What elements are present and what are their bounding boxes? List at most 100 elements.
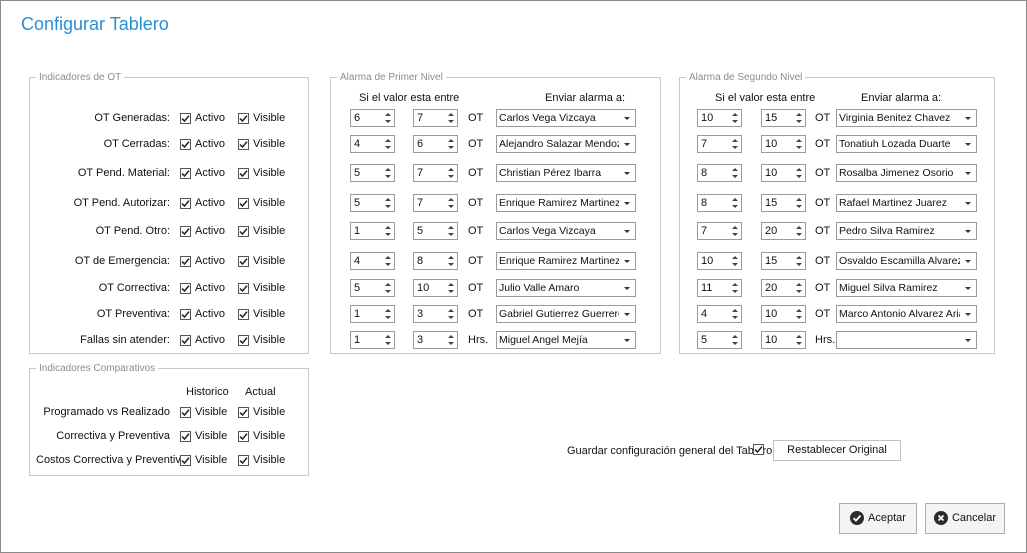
spin-up-icon[interactable]: [732, 283, 738, 286]
alarm2-from-spinner-arrows[interactable]: [728, 110, 741, 126]
alarm1-from-spinner[interactable]: 1: [350, 331, 395, 349]
comparativo-historico-checkbox[interactable]: [180, 455, 191, 466]
spin-up-icon[interactable]: [796, 335, 802, 338]
ot-visible-checkbox[interactable]: [238, 256, 249, 267]
ot-activo-checkbox[interactable]: [180, 113, 191, 124]
alarm1-recipient-select[interactable]: Carlos Vega Vizcaya: [496, 222, 636, 240]
alarm2-from-spinner[interactable]: 7: [697, 222, 742, 240]
spin-up-icon[interactable]: [732, 256, 738, 259]
spin-up-icon[interactable]: [732, 113, 738, 116]
chevron-down-icon[interactable]: [624, 117, 630, 120]
spin-up-icon[interactable]: [385, 168, 391, 171]
ot-activo-checkbox[interactable]: [180, 283, 191, 294]
alarm2-recipient-select[interactable]: Osvaldo Escamilla Alvarez: [836, 252, 977, 270]
alarm1-recipient-select[interactable]: Alejandro Salazar Mendoza: [496, 135, 636, 153]
alarm2-to-spinner[interactable]: 10: [761, 331, 806, 349]
spin-down-icon[interactable]: [448, 263, 454, 266]
spin-down-icon[interactable]: [796, 316, 802, 319]
spin-down-icon[interactable]: [385, 120, 391, 123]
alarm2-from-spinner-arrows[interactable]: [728, 165, 741, 181]
chevron-down-icon[interactable]: [965, 172, 971, 175]
spin-up-icon[interactable]: [448, 256, 454, 259]
alarm1-from-spinner-arrows[interactable]: [381, 165, 394, 181]
alarm2-from-spinner-arrows[interactable]: [728, 195, 741, 211]
spin-down-icon[interactable]: [448, 290, 454, 293]
spin-down-icon[interactable]: [448, 342, 454, 345]
chevron-down-icon[interactable]: [965, 339, 971, 342]
spin-up-icon[interactable]: [732, 335, 738, 338]
alarm2-to-spinner-arrows[interactable]: [792, 223, 805, 239]
alarm2-to-spinner-arrows[interactable]: [792, 332, 805, 348]
spin-down-icon[interactable]: [385, 146, 391, 149]
spin-up-icon[interactable]: [796, 139, 802, 142]
ot-activo-checkbox[interactable]: [180, 226, 191, 237]
chevron-down-icon[interactable]: [965, 260, 971, 263]
ot-activo-checkbox[interactable]: [180, 168, 191, 179]
spin-down-icon[interactable]: [448, 146, 454, 149]
alarm1-to-spinner[interactable]: 5: [413, 222, 458, 240]
alarm1-from-spinner[interactable]: 4: [350, 252, 395, 270]
comparativo-actual-checkbox[interactable]: [238, 431, 249, 442]
spin-up-icon[interactable]: [796, 283, 802, 286]
chevron-down-icon[interactable]: [624, 202, 630, 205]
chevron-down-icon[interactable]: [965, 230, 971, 233]
alarm1-from-spinner-arrows[interactable]: [381, 253, 394, 269]
spin-up-icon[interactable]: [385, 198, 391, 201]
alarm2-to-spinner-arrows[interactable]: [792, 253, 805, 269]
alarm2-from-spinner[interactable]: 8: [697, 194, 742, 212]
spin-up-icon[interactable]: [385, 256, 391, 259]
alarm1-from-spinner-arrows[interactable]: [381, 332, 394, 348]
ot-visible-checkbox[interactable]: [238, 198, 249, 209]
alarm1-from-spinner[interactable]: 1: [350, 222, 395, 240]
ot-activo-checkbox[interactable]: [180, 198, 191, 209]
chevron-down-icon[interactable]: [965, 313, 971, 316]
alarm2-to-spinner[interactable]: 10: [761, 135, 806, 153]
spin-up-icon[interactable]: [796, 309, 802, 312]
alarm1-recipient-select[interactable]: Christian Pérez Ibarra: [496, 164, 636, 182]
alarm2-from-spinner[interactable]: 4: [697, 305, 742, 323]
ot-activo-checkbox[interactable]: [180, 139, 191, 150]
alarm2-from-spinner[interactable]: 7: [697, 135, 742, 153]
alarm1-to-spinner-arrows[interactable]: [444, 110, 457, 126]
spin-down-icon[interactable]: [732, 233, 738, 236]
alarm1-to-spinner[interactable]: 6: [413, 135, 458, 153]
spin-up-icon[interactable]: [385, 335, 391, 338]
spin-up-icon[interactable]: [385, 309, 391, 312]
ot-visible-checkbox[interactable]: [238, 139, 249, 150]
alarm2-from-spinner-arrows[interactable]: [728, 223, 741, 239]
chevron-down-icon[interactable]: [624, 260, 630, 263]
alarm2-to-spinner-arrows[interactable]: [792, 110, 805, 126]
alarm2-from-spinner[interactable]: 10: [697, 109, 742, 127]
spin-down-icon[interactable]: [732, 342, 738, 345]
spin-down-icon[interactable]: [385, 175, 391, 178]
alarm1-recipient-select[interactable]: Miguel Angel Mejía: [496, 331, 636, 349]
alarm2-to-spinner-arrows[interactable]: [792, 165, 805, 181]
alarm1-to-spinner[interactable]: 10: [413, 279, 458, 297]
spin-up-icon[interactable]: [385, 226, 391, 229]
ot-visible-checkbox[interactable]: [238, 113, 249, 124]
spin-up-icon[interactable]: [448, 309, 454, 312]
comparativo-historico-checkbox[interactable]: [180, 431, 191, 442]
spin-up-icon[interactable]: [732, 309, 738, 312]
alarm2-to-spinner[interactable]: 15: [761, 252, 806, 270]
spin-up-icon[interactable]: [732, 168, 738, 171]
comparativo-actual-checkbox[interactable]: [238, 455, 249, 466]
spin-down-icon[interactable]: [732, 205, 738, 208]
spin-down-icon[interactable]: [385, 342, 391, 345]
spin-up-icon[interactable]: [448, 198, 454, 201]
alarm1-to-spinner-arrows[interactable]: [444, 253, 457, 269]
spin-down-icon[interactable]: [448, 205, 454, 208]
alarm1-from-spinner-arrows[interactable]: [381, 110, 394, 126]
ot-visible-checkbox[interactable]: [238, 309, 249, 320]
spin-down-icon[interactable]: [448, 316, 454, 319]
reset-button[interactable]: Restablecer Original: [773, 440, 901, 461]
chevron-down-icon[interactable]: [624, 313, 630, 316]
alarm2-to-spinner-arrows[interactable]: [792, 195, 805, 211]
spin-down-icon[interactable]: [732, 290, 738, 293]
cancel-button[interactable]: Cancelar: [925, 503, 1005, 534]
spin-down-icon[interactable]: [796, 205, 802, 208]
accept-button[interactable]: Aceptar: [839, 503, 917, 534]
alarm2-to-spinner[interactable]: 15: [761, 194, 806, 212]
spin-down-icon[interactable]: [732, 120, 738, 123]
spin-down-icon[interactable]: [385, 233, 391, 236]
